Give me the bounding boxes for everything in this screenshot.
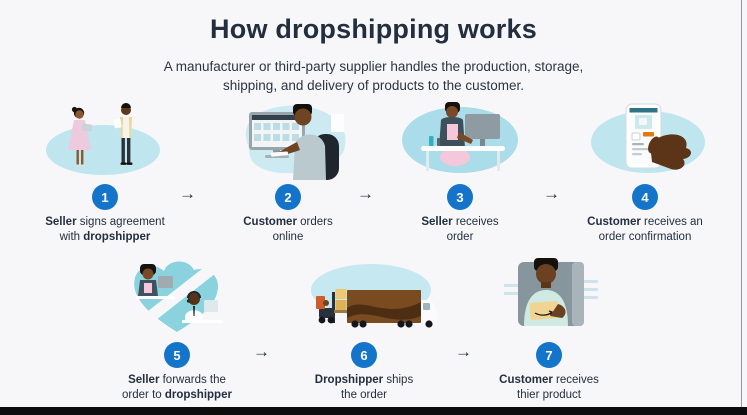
subtitle-line-1: A manufacturer or third-party supplier h…: [163, 59, 584, 74]
step-1-number-badge: 1: [92, 184, 118, 210]
page-subtitle: A manufacturer or third-party supplier h…: [0, 57, 747, 95]
arrow-step2-to-step3-icon: →: [357, 184, 374, 203]
step-7-label: Customer receives thier product: [499, 374, 599, 401]
step-4-label: Customer receives an order confirmation: [587, 216, 703, 243]
step-1-illustration: [20, 98, 190, 180]
step-6-number-badge: 6: [351, 342, 377, 368]
step-3: 3 Seller receives order: [375, 98, 545, 244]
step-2-number-badge: 2: [275, 184, 301, 210]
step-4-illustration: [560, 98, 730, 180]
arrow-step5-to-step6-icon: →: [253, 342, 270, 361]
seller-forwarding-order-illustration: [134, 261, 222, 332]
step-3-label: Seller receives order: [421, 216, 499, 243]
step-5-label: Seller forwards the order to dropshipper: [122, 374, 232, 401]
step-6: 6 Dropshipper ships the order: [279, 256, 449, 402]
customer-holding-package-illustration: [504, 258, 598, 326]
window-right-edge-line: [741, 0, 742, 415]
customer-at-computer-illustration: [245, 104, 346, 180]
step-5-number-badge: 5: [164, 342, 190, 368]
step-4-number-badge: 4: [632, 184, 658, 210]
subtitle-line-2: shipping, and delivery of products to th…: [223, 78, 524, 93]
step-1-label: Seller signs agreement with dropshipper: [45, 216, 165, 243]
step-7-illustration: [464, 256, 634, 338]
hand-holding-phone-illustration: [591, 103, 705, 173]
step-3-illustration: [375, 98, 545, 180]
step-5-illustration: [92, 256, 262, 338]
step-2-label: Customer orders online: [243, 216, 333, 243]
step-1: 1 Seller signs agreement with dropshippe…: [20, 98, 190, 244]
step-7-number-badge: 7: [536, 342, 562, 368]
bottom-black-bar: [0, 407, 747, 415]
page-title: How dropshipping works: [210, 14, 537, 44]
arrow-step3-to-step4-icon: →: [543, 184, 560, 203]
arrow-step6-to-step7-icon: →: [455, 342, 472, 361]
two-people-agreement-illustration: [46, 103, 160, 175]
step-2: 2 Customer orders online: [203, 98, 373, 244]
step-7: 7 Customer receives thier product: [464, 256, 634, 402]
step-3-number-badge: 3: [447, 184, 473, 210]
arrow-step1-to-step2-icon: →: [179, 184, 196, 203]
step-6-illustration: [279, 256, 449, 338]
step-2-illustration: [203, 98, 373, 180]
seller-at-desk-illustration: [402, 102, 518, 173]
step-4: 4 Customer receives an order confirmatio…: [560, 98, 730, 244]
delivery-truck-illustration: [311, 264, 437, 328]
step-6-label: Dropshipper ships the order: [314, 374, 414, 401]
step-5: 5 Seller forwards the order to dropshipp…: [92, 256, 262, 402]
